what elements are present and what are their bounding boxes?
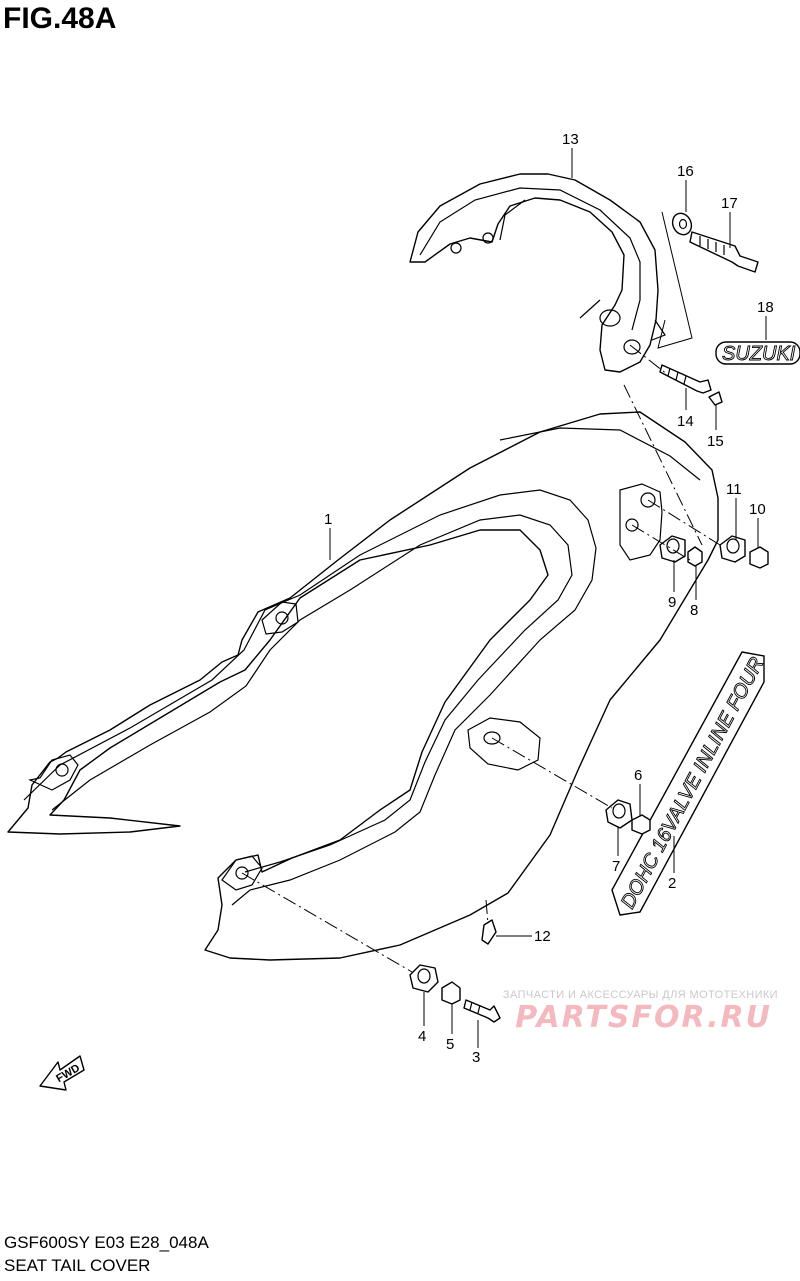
callout-3: 3 xyxy=(472,1049,480,1066)
callout-17: 17 xyxy=(721,195,738,212)
callout-8: 8 xyxy=(690,602,698,619)
callout-16: 16 xyxy=(677,163,694,180)
emblem-text: SUZUKI xyxy=(722,343,796,365)
callout-18: 18 xyxy=(757,299,774,316)
callout-14: 14 xyxy=(677,413,694,430)
figure-title: FIG.48A xyxy=(3,2,117,35)
hardware-parts xyxy=(409,212,769,1023)
section-name: SEAT TAIL COVER xyxy=(4,1256,151,1275)
callout-13: 13 xyxy=(562,131,579,148)
watermark-tagline: ЗАПЧАСТИ И АКСЕССУАРЫ ДЛЯ МОТОТЕХНИКИ xyxy=(502,989,778,1001)
callout-6: 6 xyxy=(634,767,642,784)
watermark-site: PARTSFOR.RU xyxy=(515,1000,772,1035)
forward-arrow-icon: FWD xyxy=(39,1055,85,1091)
callout-15: 15 xyxy=(707,433,724,450)
callout-12: 12 xyxy=(534,928,551,945)
callout-1: 1 xyxy=(324,511,332,528)
callout-7: 7 xyxy=(612,858,620,875)
grab-handle-part xyxy=(409,173,666,373)
callout-10: 10 xyxy=(749,501,766,518)
callout-4: 4 xyxy=(418,1028,426,1045)
assembly-axes xyxy=(241,344,721,973)
leader-lines xyxy=(329,148,767,1048)
callout-9: 9 xyxy=(668,594,676,611)
callout-5: 5 xyxy=(446,1036,454,1053)
callout-labels: 1 2 3 4 5 6 7 8 9 10 11 12 13 14 15 16 1… xyxy=(324,131,774,1066)
model-code: GSF600SY E03 E28_048A xyxy=(4,1233,209,1252)
reference-plane-13 xyxy=(657,211,693,349)
callout-2: 2 xyxy=(668,875,676,892)
callout-11: 11 xyxy=(726,481,742,498)
seat-tail-cover-part xyxy=(7,411,719,961)
suzuki-emblem-part: SUZUKI xyxy=(715,341,800,365)
